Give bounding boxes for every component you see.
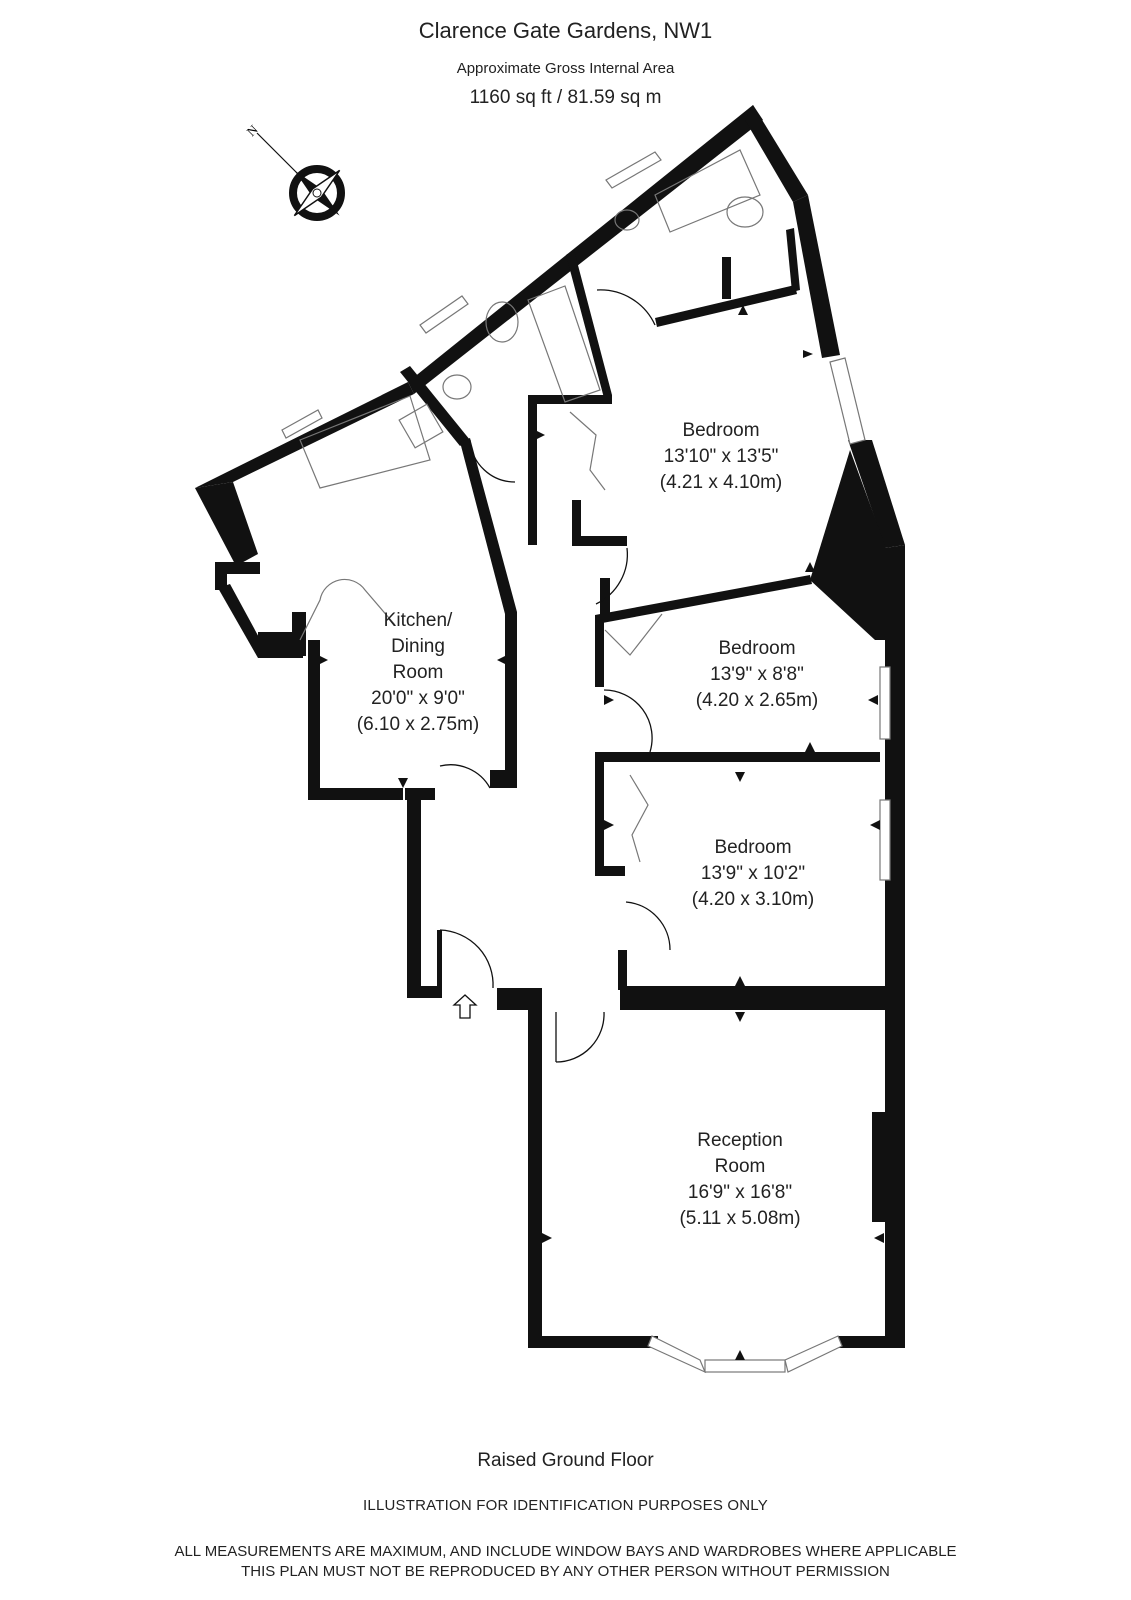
room-dims: 13'10" x 13'5"	[663, 446, 779, 467]
room-name: Reception	[697, 1130, 783, 1151]
room-metric: (4.20 x 2.65m)	[695, 690, 819, 711]
copyright-note: THIS PLAN MUST NOT BE REPRODUCED BY ANY …	[241, 1563, 890, 1580]
entrance-arrow-icon	[452, 994, 478, 1019]
room-metric: (4.21 x 4.10m)	[659, 472, 783, 493]
room-dims: 13'9" x 8'8"	[710, 664, 804, 685]
room-name: Dining	[391, 636, 445, 657]
room-name: Room	[392, 662, 444, 683]
room-metric: (5.11 x 5.08m)	[679, 1208, 801, 1229]
room-dims: 13'9" x 10'2"	[700, 863, 806, 884]
room-name: Bedroom	[714, 837, 792, 858]
room-dims: 16'9" x 16'8"	[687, 1182, 793, 1203]
room-dims: 20'0" x 9'0"	[371, 688, 465, 709]
compass-letter: N	[244, 121, 262, 139]
room-name: Bedroom	[682, 420, 760, 441]
room-bedroom-2: Bedroom 13'9" x 8'8" (4.20 x 2.65m)	[672, 636, 842, 714]
room-metric: (6.10 x 2.75m)	[356, 714, 480, 735]
room-name: Kitchen/	[383, 610, 453, 631]
fixtures	[299, 149, 764, 863]
plan-title: Clarence Gate Gardens, NW1	[418, 18, 713, 43]
outer-walls	[195, 105, 905, 1348]
windows	[281, 151, 891, 1374]
illustration-note: ILLUSTRATION FOR IDENTIFICATION PURPOSES…	[363, 1497, 768, 1514]
interior-walls	[215, 228, 880, 998]
area-label: Approximate Gross Internal Area	[456, 60, 675, 77]
room-kitchen-dining: Kitchen/ Dining Room 20'0" x 9'0" (6.10 …	[338, 608, 498, 738]
room-reception: Reception Room 16'9" x 16'8" (5.11 x 5.0…	[650, 1128, 830, 1232]
room-name: Bedroom	[718, 638, 796, 659]
room-bedroom-3: Bedroom 13'9" x 10'2" (4.20 x 3.10m)	[668, 835, 838, 913]
compass-rose-icon	[256, 132, 345, 221]
area-value: 1160 sq ft / 81.59 sq m	[469, 87, 662, 108]
door-swings	[439, 289, 671, 1063]
room-name: Room	[714, 1156, 766, 1177]
measurements-note: ALL MEASUREMENTS ARE MAXIMUM, AND INCLUD…	[174, 1543, 957, 1560]
room-metric: (4.20 x 3.10m)	[691, 889, 815, 910]
dimension-arrows	[318, 305, 884, 1360]
room-bedroom-1: Bedroom 13'10" x 13'5" (4.21 x 4.10m)	[636, 418, 806, 496]
floor-label: Raised Ground Floor	[477, 1450, 654, 1471]
